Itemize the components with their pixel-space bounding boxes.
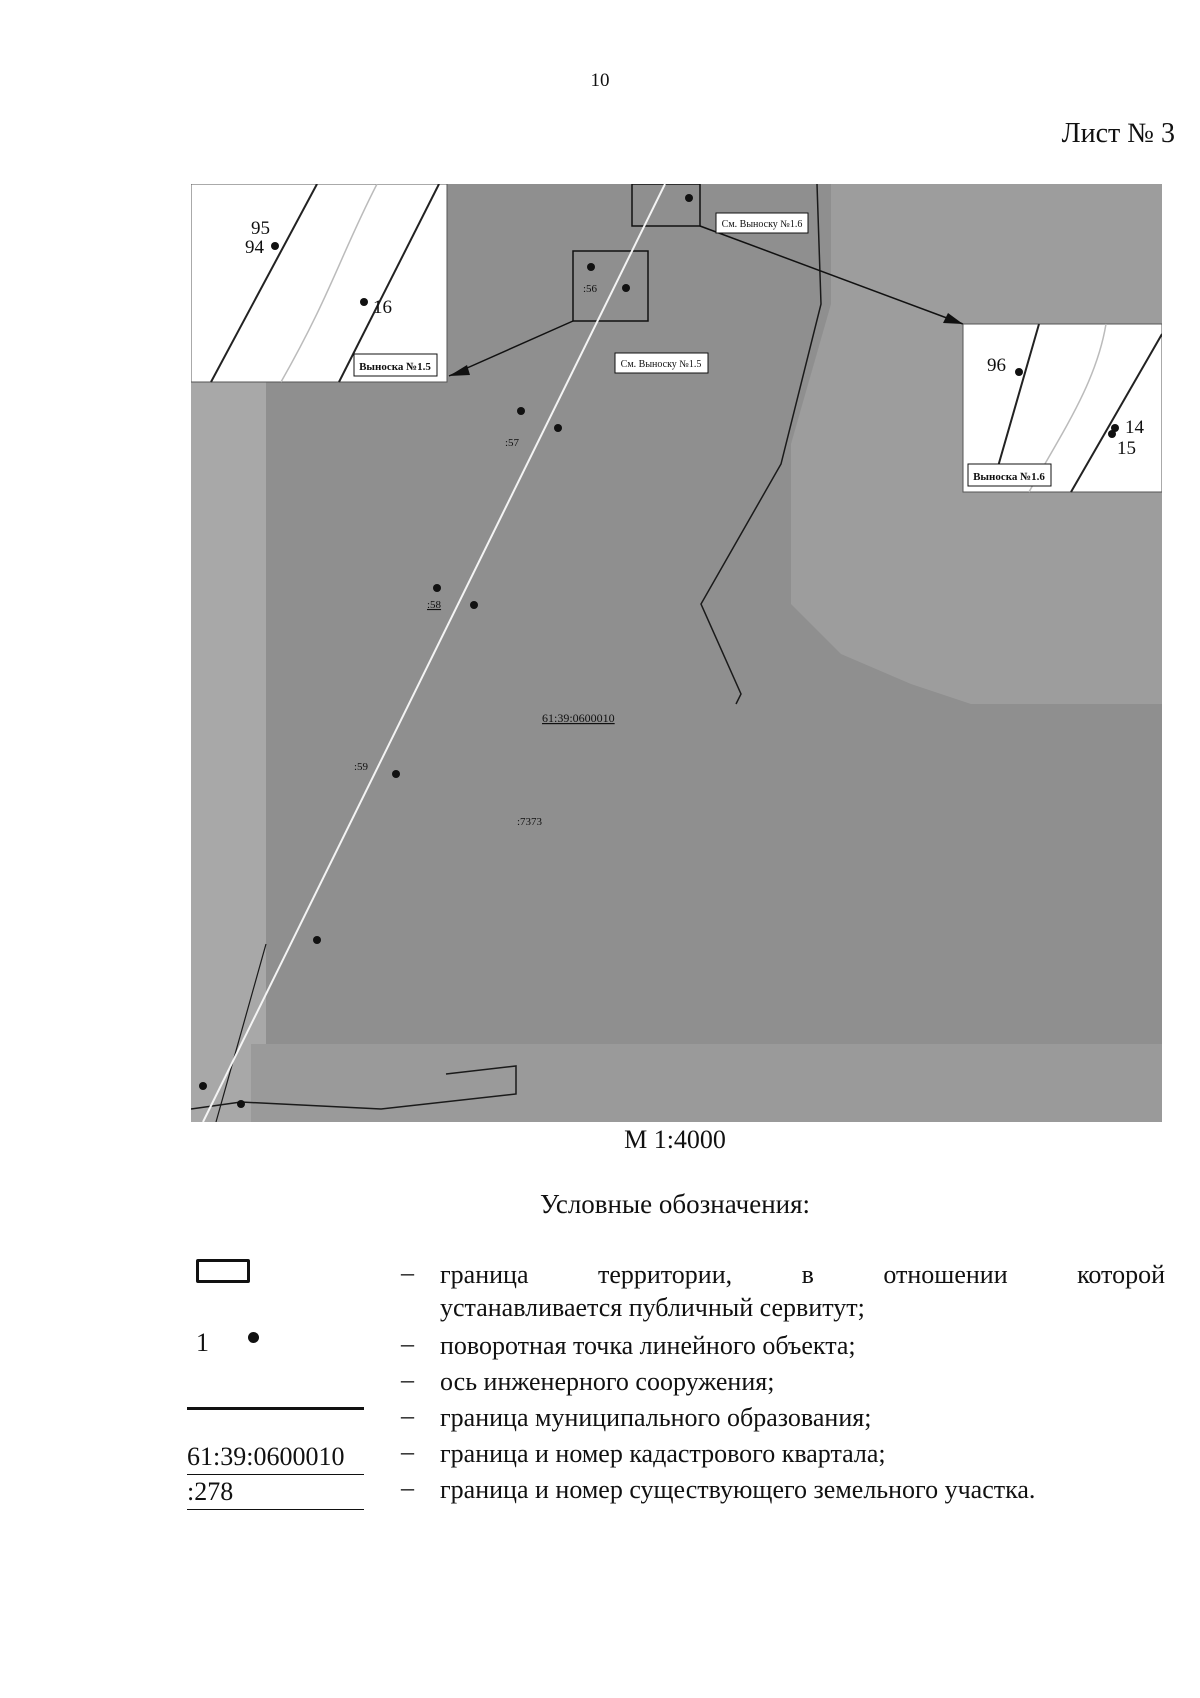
callout-arrow-15	[448, 320, 574, 377]
turning-point	[433, 584, 441, 592]
see-callout-16-label[interactable]: См. Выноску №1.6	[722, 219, 803, 230]
legend-dash: –	[401, 1329, 414, 1358]
parcel-label: :56	[583, 283, 598, 295]
callout-1-6-line-left	[992, 323, 1040, 485]
callout-1-5-axis	[280, 184, 378, 383]
legend-dash: –	[401, 1437, 414, 1466]
servitude-area-box-top	[631, 184, 701, 227]
legend-dash: –	[401, 1473, 414, 1502]
turning-point	[622, 284, 630, 292]
servitude-area-box	[572, 250, 649, 322]
see-callout-16-box	[715, 212, 809, 234]
turning-point	[554, 424, 562, 432]
turning-point	[360, 298, 368, 306]
legend-item-servitude-line1: граница территории, в отношении которой	[440, 1260, 1165, 1289]
point-label: 95	[251, 218, 270, 239]
point-label: 96	[987, 355, 1006, 376]
see-callout-15-box	[614, 352, 709, 374]
parcel-boundary-left	[215, 943, 267, 1122]
callout-1-5-title-box	[353, 353, 438, 377]
callout-arrow-16-head	[943, 313, 963, 324]
callout-1-5-title: Выноска №1.5	[359, 361, 431, 373]
callout-1-6-title-box	[967, 463, 1052, 487]
sheet-label: Лист № 3	[1061, 118, 1175, 149]
legend-symbol-cadastral: 61:39:0600010 :278	[187, 1440, 364, 1510]
turning-point	[587, 263, 595, 271]
turning-point	[470, 601, 478, 609]
legend-item-servitude-line2: устанавливается публичный сервитут;	[440, 1293, 865, 1322]
callout-arrow-16	[699, 225, 964, 325]
legend-symbol-turning-point	[248, 1332, 259, 1343]
legend-symbol-cadastral-quarter: 61:39:0600010	[187, 1440, 364, 1475]
parcel-boundary-bottom	[191, 1065, 517, 1110]
turning-point	[237, 1100, 245, 1108]
map-view[interactable]: :56 :57 :58 :59 :7373 61:39:0600010 См. …	[191, 184, 1162, 1122]
callout-arrow-15-head	[449, 365, 470, 376]
legend-item-cadastral-quarter: граница и номер кадастрового квартала;	[440, 1439, 886, 1468]
legend-item-land-plot: граница и номер существующего земельного…	[440, 1475, 1036, 1504]
cadastral-quarter-label: 61:39:0600010	[542, 711, 615, 725]
callout-1-6: 96 14 15 Выноска №1.6	[962, 323, 1162, 493]
legend-symbol-municipal-boundary	[187, 1407, 364, 1410]
turning-point	[1015, 368, 1023, 376]
map-bottom-band	[251, 1044, 1162, 1122]
legend-symbol-point-number: 1	[196, 1328, 209, 1357]
callout-1-5: 95 94 16 Выноска №1.5	[191, 184, 448, 383]
callout-1-5-line-right	[338, 184, 440, 383]
point-label: 14	[1125, 417, 1145, 438]
legend-dash: –	[401, 1365, 414, 1394]
legend-symbol-servitude-boundary	[196, 1259, 250, 1283]
map-canvas: :56 :57 :58 :59 :7373 61:39:0600010 См. …	[191, 184, 1162, 1122]
point-label: 94	[245, 237, 265, 258]
parcel-label: :59	[354, 761, 369, 773]
turning-point	[1108, 430, 1116, 438]
callout-1-5-line-left	[210, 184, 318, 383]
legend-dash: –	[401, 1258, 414, 1287]
parcel-label: :57	[505, 437, 520, 449]
legend-item-engineering-axis: ось инженерного сооружения;	[440, 1367, 775, 1396]
turning-point	[685, 194, 693, 202]
legend-item-municipal-boundary: граница муниципального образования;	[440, 1403, 872, 1432]
point-label: 15	[1117, 438, 1136, 459]
engineering-axis	[202, 184, 666, 1122]
turning-point	[199, 1082, 207, 1090]
turning-point	[1111, 424, 1119, 432]
see-callout-15-label[interactable]: См. Выноску №1.5	[621, 359, 702, 370]
map-left-strip	[191, 334, 266, 1122]
parcel-label: :58	[427, 599, 442, 611]
callout-1-6-title: Выноска №1.6	[973, 471, 1045, 483]
turning-point	[313, 936, 321, 944]
parcel-label: :7373	[517, 816, 543, 828]
legend-title: Условные обозначения:	[539, 1189, 811, 1219]
legend-item-turning-point: поворотная точка линейного объекта;	[440, 1331, 856, 1360]
callout-1-5-panel	[191, 184, 448, 383]
turning-point	[392, 770, 400, 778]
legend-symbol-cadastral-parcel: :278	[187, 1475, 364, 1510]
turning-point	[271, 242, 279, 250]
map-scale: М 1:4000	[624, 1125, 726, 1154]
point-label: 16	[373, 297, 392, 318]
turning-point	[517, 407, 525, 415]
municipal-boundary	[700, 184, 822, 705]
legend-dash: –	[401, 1401, 414, 1430]
callout-1-6-line-right	[1070, 333, 1162, 493]
page-number: 10	[590, 70, 610, 91]
